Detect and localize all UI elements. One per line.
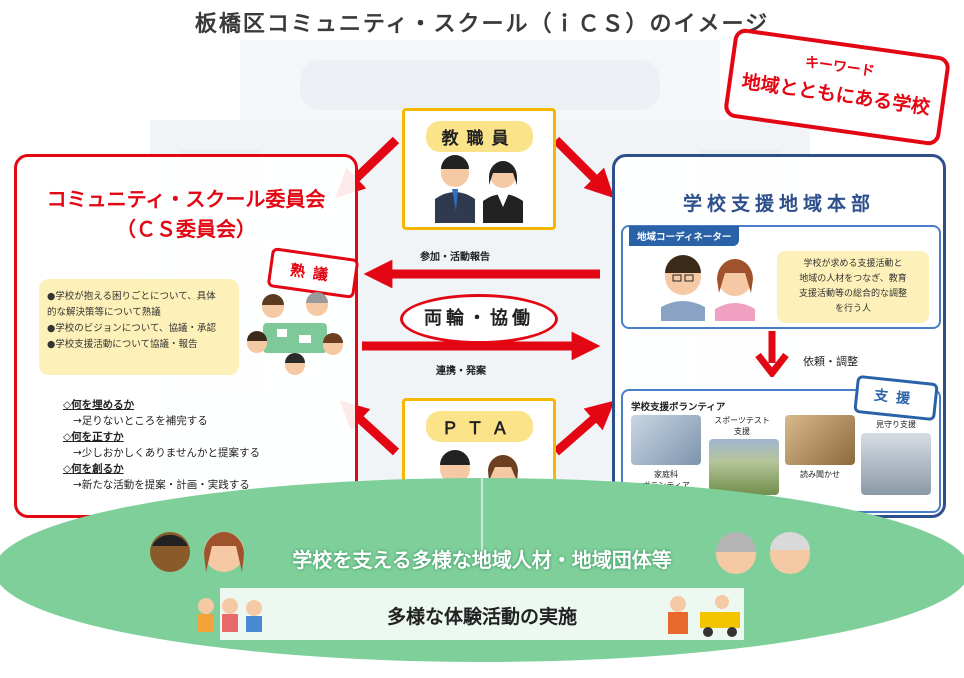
teachers-illustration <box>435 155 523 223</box>
coordinator-tab: 地域コーディネーター <box>629 226 740 246</box>
volunteer-caption: 見守り支援 <box>876 420 916 429</box>
home-economics-photo <box>631 415 701 465</box>
volunteer-caption: スポーツテスト 支援 <box>714 416 770 436</box>
staff-label: 教職員 <box>425 121 533 152</box>
volunteer-title: 学校支援ボランティア <box>631 402 726 413</box>
coordinator-desc-line: を行う人 <box>834 304 871 314</box>
duty-line: 的な解決策等について熟議 <box>47 307 161 318</box>
cooperation-proposal-label: 連携・発案 <box>436 366 486 377</box>
firefighter-activity-right-illustration <box>668 595 740 637</box>
coordinator-desc-line: 地域の人材をつなぎ、教育 <box>799 274 907 284</box>
participation-report-label: 参加・活動報告 <box>420 252 490 263</box>
role-question: ◇何を正すか <box>63 431 124 443</box>
coordinator-desc-line: 支援活動等の総合的な調整 <box>798 289 907 299</box>
role-question: ◇何を埋めるか <box>63 399 135 411</box>
staff-card: 教職員 <box>402 108 556 230</box>
children-activity-left-illustration <box>198 598 262 632</box>
committee-roles: ◇何を埋めるか →足りないところを補完する ◇何を正すか →少しおかしくありませ… <box>63 397 260 493</box>
community-ellipse <box>0 478 964 662</box>
coordinator-description: 学校が求める支援活動と 地域の人材をつなぎ、教育 支援活動等の総合的な調整 を行… <box>777 251 929 323</box>
meeting-people-illustration <box>247 292 343 375</box>
duty-line: ●学校が抱える困りごとについて、具体 <box>47 291 216 302</box>
role-answer: →新たな活動を提案・計画・実践する <box>73 479 250 491</box>
storytelling-photo <box>785 415 855 465</box>
coordinators-illustration <box>661 255 755 321</box>
two-wheels-collaboration: 両輪・協働 <box>400 294 558 344</box>
cs-committee-box: コミュニティ・スクール委員会 （ＣＳ委員会） 熟議 ●学校が抱える困りごとについ… <box>14 154 360 518</box>
request-adjust-label: 依頼・調整 <box>803 355 858 368</box>
role-answer: →少しおかしくありませんかと提案する <box>73 447 260 459</box>
volunteer-caption: 読み聞かせ <box>800 470 840 479</box>
coordinator-desc-line: 学校が求める支援活動と <box>803 259 903 269</box>
duty-line: ●学校支援活動について協議・報告 <box>47 339 198 350</box>
watch-support-photo <box>861 433 931 495</box>
committee-title: コミュニティ・スクール委員会 <box>46 187 326 211</box>
community-title: 学校を支える多様な地域人材・地域団体等 <box>292 548 672 572</box>
experience-text: 多様な体験活動の実施 <box>386 606 577 628</box>
role-answer: →足りないところを補完する <box>73 415 208 427</box>
down-arrow-icon <box>755 331 789 377</box>
support-hq-title: 学校支援地域本部 <box>682 193 875 215</box>
duty-line: ●学校のビジョンについて、協議・承認 <box>47 323 217 334</box>
page-title: 板橋区コミュニティ・スクール（ｉＣＳ）のイメージ <box>194 12 770 37</box>
experience-banner: 多様な体験活動の実施 <box>198 588 744 640</box>
community-people-left-illustration <box>150 532 244 572</box>
coordinator-panel: 地域コーディネーター 学校が求める支援活動と 地域の人材をつなぎ、教育 支援活動… <box>621 225 941 329</box>
support-hq-box: 学校支援地域本部 地域コーディネーター 学校が求める支援活動と 地域の人材をつな… <box>612 154 946 518</box>
role-question: ◇何を創るか <box>63 463 124 475</box>
community-people-right-illustration <box>716 532 810 574</box>
sports-test-photo <box>709 439 779 495</box>
committee-subtitle: （ＣＳ委員会） <box>116 217 256 241</box>
committee-duties: ●学校が抱える困りごとについて、具体 的な解決策等について熟議 ●学校のビジョン… <box>39 279 239 375</box>
pta-label: ＰＴＡ <box>425 411 533 442</box>
